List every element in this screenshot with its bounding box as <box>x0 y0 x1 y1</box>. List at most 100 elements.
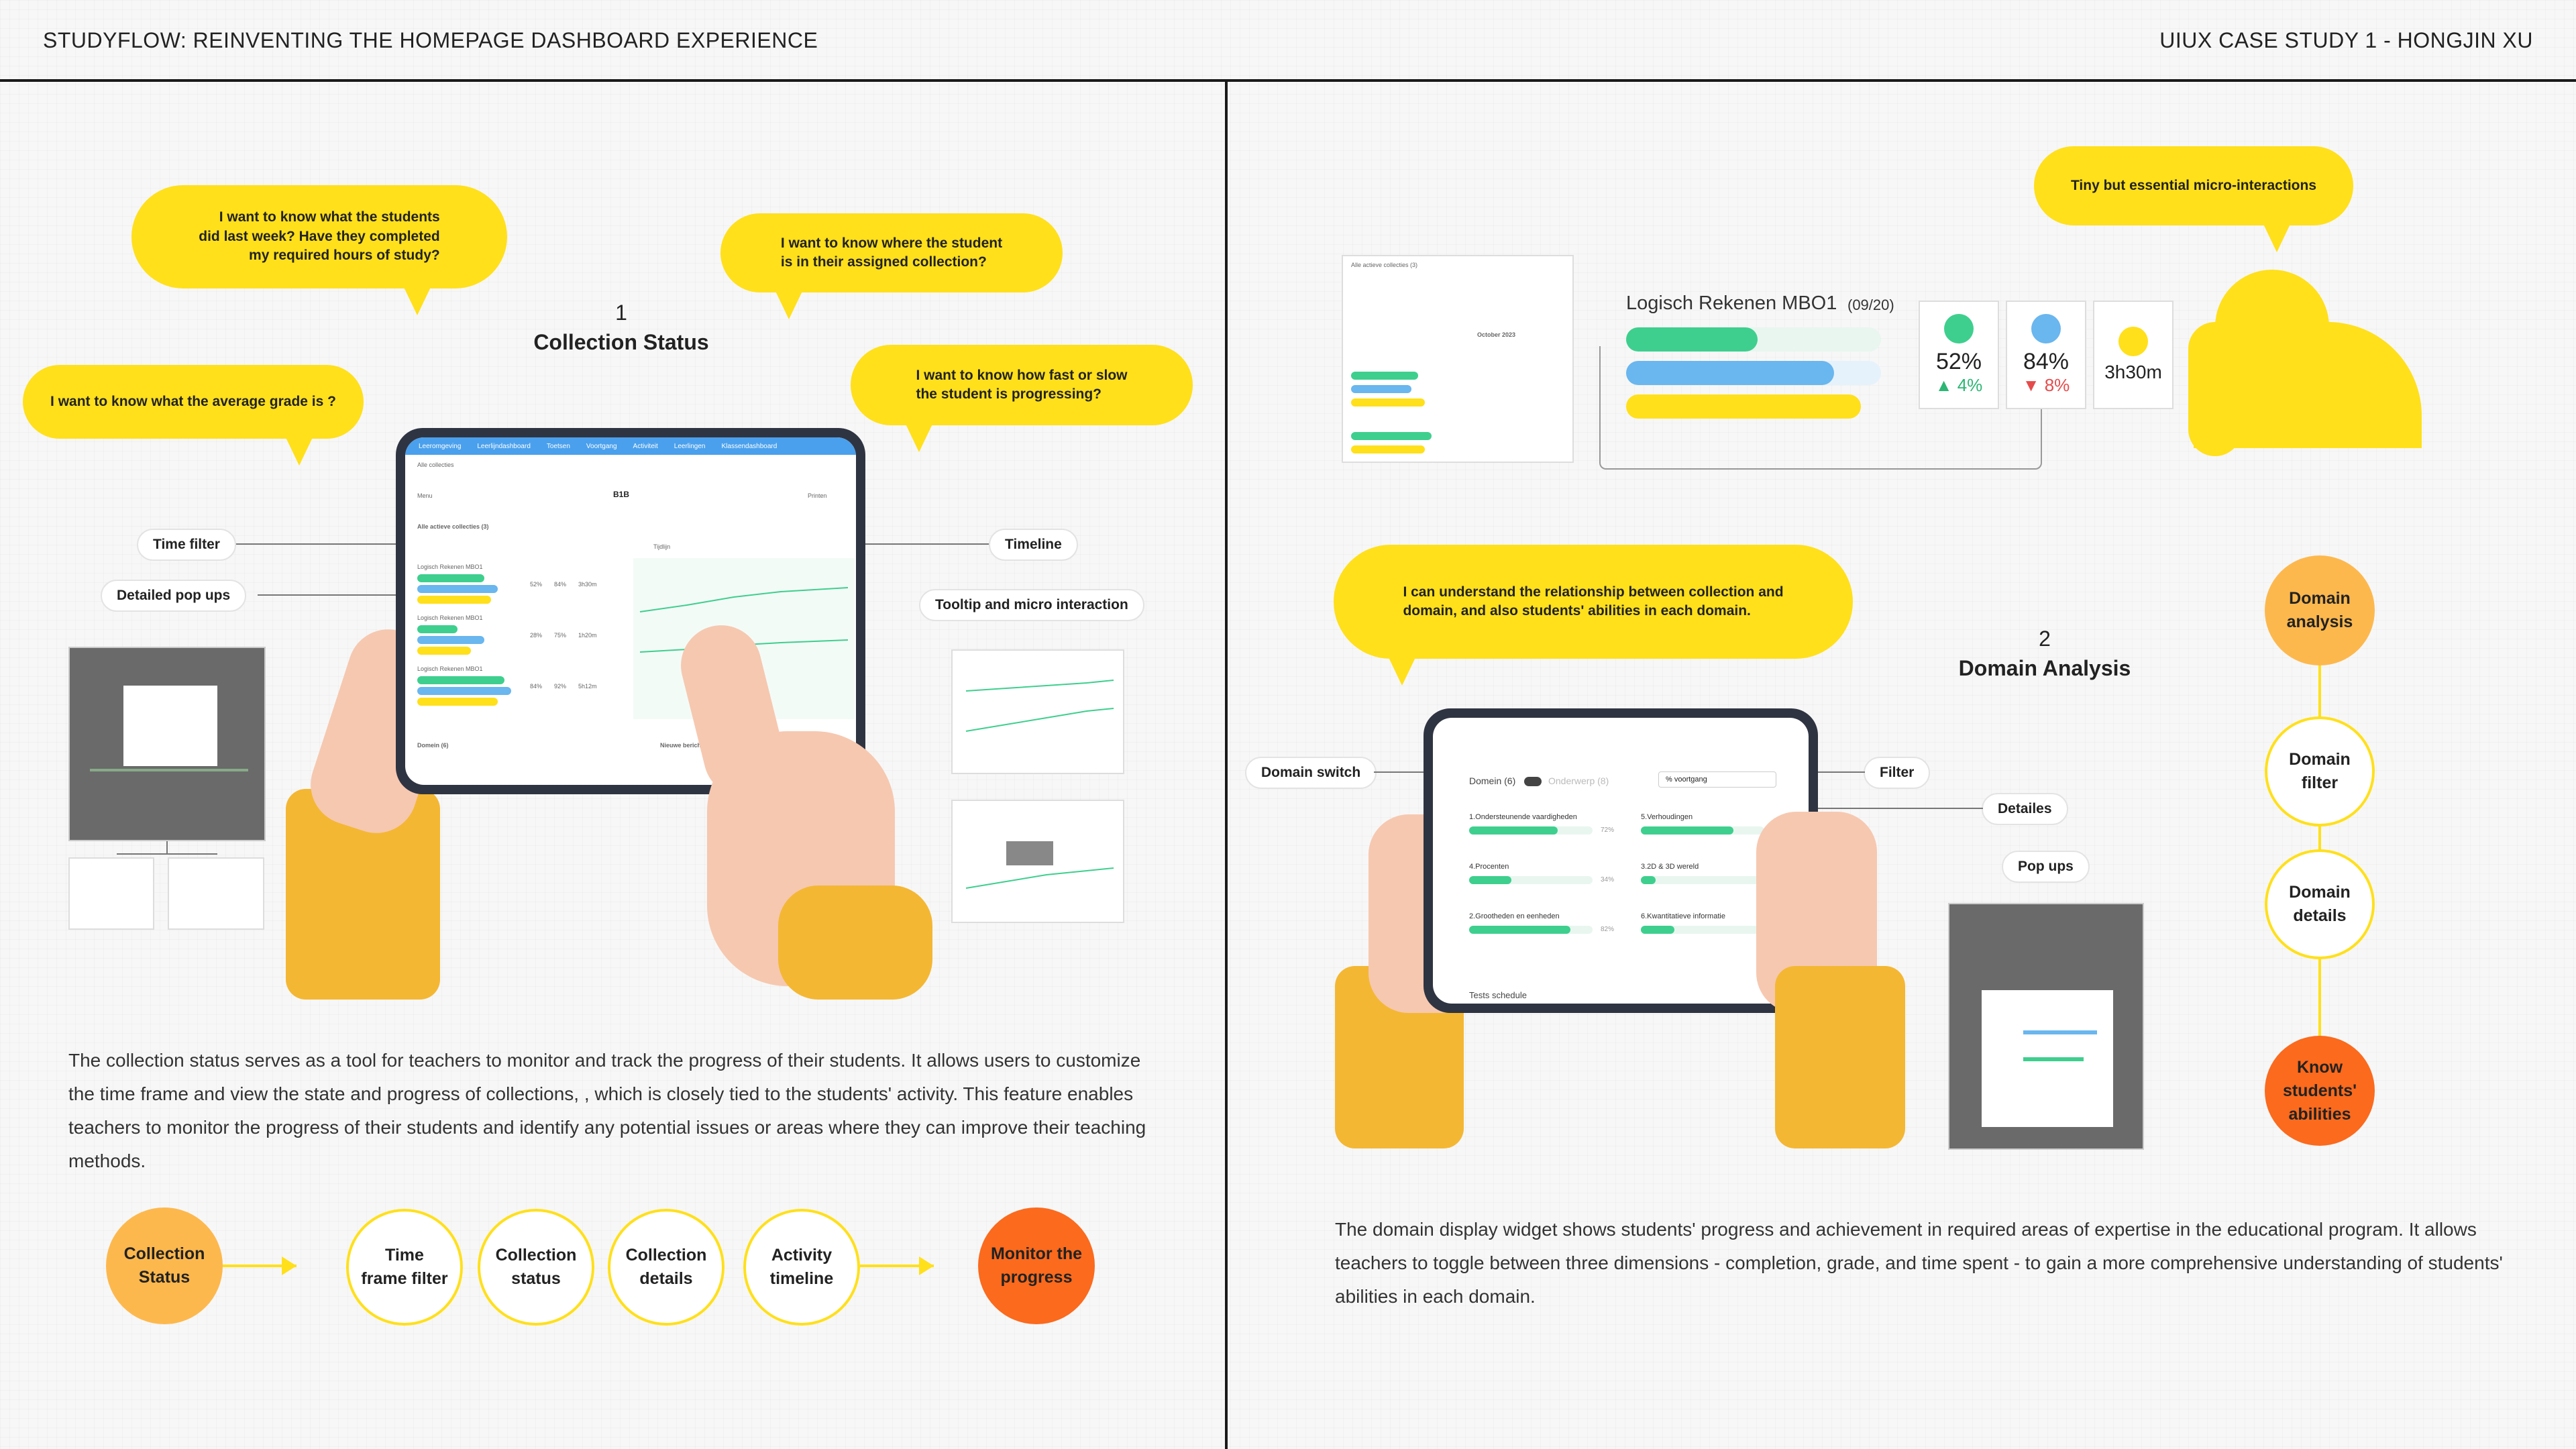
stat-value: 52% <box>1935 349 1982 374</box>
right-sleeve <box>778 885 932 1000</box>
domain-description: The domain display widget shows students… <box>1335 1219 2503 1307</box>
filter-dropdown[interactable]: % voortgang <box>1658 771 1776 788</box>
label-timeline: Timeline <box>989 529 1078 561</box>
stat-value: 3h30m <box>2104 362 2162 382</box>
flow-step: Collection status <box>478 1209 594 1326</box>
label-details: Detailes <box>1982 793 2068 825</box>
connector-time-filter <box>221 543 443 545</box>
collection-name: Logisch Rekenen MBO1 <box>417 564 483 570</box>
stat-pct1: 84% <box>530 683 543 690</box>
class-name: B1B <box>613 490 630 499</box>
header-divider <box>0 79 2576 82</box>
completion-bar[interactable] <box>1626 327 1758 352</box>
right-sleeve <box>1775 966 1905 1148</box>
news-label: Nieuwe berichten <box>660 742 710 749</box>
runner-icon <box>2031 314 2061 343</box>
bubble-text: I want to know where the student is in t… <box>780 235 1003 270</box>
menu-button[interactable]: Menu <box>417 492 433 499</box>
bubble-text: I can understand the relationship betwee… <box>1403 584 1784 619</box>
stat-grade: 84% ▼ 8% <box>2006 301 2086 409</box>
progress-bar <box>417 698 498 706</box>
domain-bar-fill[interactable] <box>1469 826 1558 835</box>
timeline-line-icon <box>965 680 1114 732</box>
label-domain-switch: Domain switch <box>1245 757 1377 789</box>
collection-description: The collection status serves as a tool f… <box>68 1050 1146 1171</box>
calendar-screenshot: Alle actieve collecties (3) October 2023 <box>1342 255 1574 463</box>
stat-time: 3h30m <box>578 581 597 588</box>
stat-delta-up: 4% <box>1957 375 1983 395</box>
tooltip-line-icon <box>965 841 1114 889</box>
progress-bar <box>417 647 471 655</box>
tests-schedule[interactable]: Tests schedule <box>1469 990 1527 1000</box>
domain-popup-screenshot <box>1948 903 2144 1150</box>
flow-end: Monitor the progress <box>978 1208 1095 1324</box>
progress-bar <box>417 676 504 684</box>
connector-timeline <box>785 543 990 545</box>
popup-screenshot <box>68 647 266 841</box>
bubble-text: I want to know what the students did las… <box>199 209 440 264</box>
domain-tab[interactable]: Domein (6) <box>1469 775 1516 786</box>
filter-value: % voortgang <box>1666 775 1707 784</box>
subject-tab[interactable]: Onderwerp (8) <box>1548 775 1609 786</box>
nav-item[interactable]: Leerlingen <box>674 442 706 450</box>
stat-pct1: 52% <box>530 581 543 588</box>
domain-bar-fill[interactable] <box>1469 876 1511 884</box>
collection-name: Logisch Rekenen MBO1 <box>417 614 483 621</box>
breadcrumb[interactable]: Alle collecties <box>417 462 454 468</box>
stat-time: 1h20m <box>578 632 597 639</box>
flag-icon <box>1944 314 1974 343</box>
domain-name: 2.Grootheden en eenheden <box>1469 912 1560 920</box>
nav-item[interactable]: Voortgang <box>586 442 617 450</box>
progress-bar <box>417 596 491 604</box>
bubble-micro: Tiny but essential micro-interactions <box>2034 146 2353 252</box>
time-bar[interactable] <box>1626 394 1861 419</box>
section-title: Domain Analysis <box>1958 656 2131 680</box>
progress-bar <box>417 636 484 644</box>
stat-pct2: 92% <box>554 683 567 690</box>
stat-time: 3h30m <box>2093 301 2174 409</box>
center-divider <box>1225 80 1228 1449</box>
bubble-relationship: I can understand the relationship betwee… <box>1334 545 1853 686</box>
label-detailed-popups: Detailed pop ups <box>101 580 247 612</box>
nav-item[interactable]: Leeromgeving <box>419 442 462 450</box>
section-number: 2 <box>2039 627 2051 651</box>
domain-bar-fill[interactable] <box>1641 826 1733 835</box>
flow-step: Activity timeline <box>743 1209 860 1326</box>
domain-name: 3.2D & 3D wereld <box>1641 863 1699 871</box>
arrow-icon <box>282 1256 297 1275</box>
stat-pct2: 75% <box>554 632 567 639</box>
domain-label: Domein (6) <box>417 742 449 749</box>
domain-bar-fill[interactable] <box>1641 876 1656 884</box>
label-popups: Pop ups <box>2002 851 2090 883</box>
progress-bar <box>417 585 498 593</box>
toggle-switch[interactable] <box>1524 777 1542 786</box>
collection-name: Logisch Rekenen MBO1 <box>417 665 483 672</box>
nav-item[interactable]: Leerlijndashboard <box>477 442 531 450</box>
nav-item[interactable]: Toetsen <box>546 442 570 450</box>
nav-item[interactable]: Activiteit <box>633 442 658 450</box>
grade-bar[interactable] <box>1626 361 1834 385</box>
domain-bar-fill[interactable] <box>1641 926 1674 934</box>
bubble-text: Tiny but essential micro-interactions <box>2070 177 2317 193</box>
widget-title: Logisch Rekenen MBO1 <box>1626 292 1837 314</box>
progress-bar <box>417 625 458 633</box>
tablet-navbar: Leeromgeving Leerlijndashboard Toetsen V… <box>405 437 856 455</box>
stat-pct1: 28% <box>530 632 543 639</box>
domain-name: 5.Verhoudingen <box>1641 813 1693 821</box>
calendar-month: October 2023 <box>1477 331 1516 338</box>
flow-start: Collection Status <box>106 1208 223 1324</box>
domain-name: 4.Procenten <box>1469 863 1509 871</box>
print-button[interactable]: Printen <box>808 492 827 499</box>
bubble-text: I want to know how fast or slow the stud… <box>916 367 1128 402</box>
tooltip-chart-thumb <box>951 800 1124 923</box>
bubble-fast-slow: I want to know how fast or slow the stud… <box>851 345 1193 452</box>
arrow-icon <box>919 1256 934 1275</box>
stat-delta-down: 8% <box>2044 375 2070 395</box>
nav-item[interactable]: Klassendashboard <box>721 442 777 450</box>
bubble-where: I want to know where the student is in t… <box>720 213 1063 319</box>
domain-bar-fill[interactable] <box>1469 926 1570 934</box>
domain-name: 6.Kwantitatieve informatie <box>1641 912 1725 920</box>
label-filter: Filter <box>1864 757 1931 789</box>
collection-tablet: Leeromgeving Leerlijndashboard Toetsen V… <box>396 428 865 794</box>
stat-completion: 52% ▲ 4% <box>1919 301 1999 409</box>
